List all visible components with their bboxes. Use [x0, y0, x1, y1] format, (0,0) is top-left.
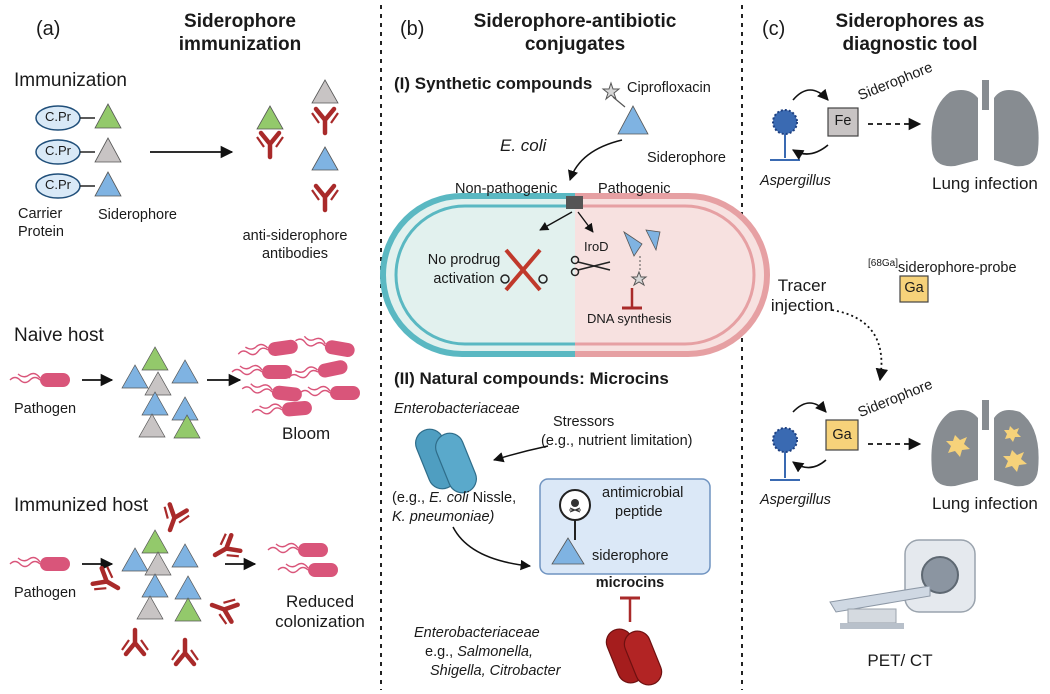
producer-examples-1: (e.g., E. coli Nissle, [392, 490, 516, 507]
microcins-label: microcins [595, 575, 665, 591]
lung-infection-label-top: Lung infection [932, 174, 1038, 193]
peptide-label-1: antimicrobial [602, 485, 684, 501]
no-prodrug-label-2: activation [433, 271, 495, 287]
bacterial-bloom [231, 333, 361, 421]
panel-c-title-line2: diagnostic tool [842, 34, 978, 55]
siderophore-label-a: Siderophore [98, 207, 177, 223]
reduced-colonization-2: colonization [275, 612, 365, 631]
e-coli-cell-envelope [380, 193, 770, 357]
probe-label: [68Ga]siderophore-probe [868, 258, 1017, 277]
ga-siderophore-box [825, 419, 859, 451]
tracer-injection-arrow [831, 309, 889, 382]
enterobacteriaceae-producer [415, 428, 477, 494]
microcin-siderophore-triangle [551, 537, 585, 565]
naive-siderophore-pile [121, 346, 201, 439]
antibodies-label-2: antibodies [261, 246, 329, 262]
immunized-host-heading: Immunized host [14, 495, 149, 516]
naive-pathogen-label: Pathogen [14, 401, 77, 417]
examples-pre: (e.g., [392, 490, 430, 506]
reduced-bacteria [267, 542, 339, 578]
siderophore-label-b: Siderophore [647, 150, 726, 166]
ciprofloxacin-siderophore-conjugate [601, 81, 649, 135]
immunized-pathogen-bacterium [9, 556, 71, 572]
dna-synthesis-label: DNA synthesis [587, 311, 672, 326]
probe-isotope: [68Ga] [868, 258, 899, 269]
aspergillus-label-bottom: Aspergillus [760, 492, 831, 508]
antibodies-label-1: anti-siderophore [242, 228, 348, 244]
reduced-colonization-1: Reduced [285, 592, 355, 611]
panel-c-title-line1: Siderophores as [835, 11, 985, 32]
non-pathogenic-label: Non-pathogenic [455, 181, 558, 197]
panel-b-title-line1: Siderophore-antibiotic [473, 11, 677, 32]
panel-a-letter: (a) [36, 18, 61, 40]
aspergillus-bottom [770, 427, 800, 481]
fe-siderophore-box [827, 107, 859, 137]
ga-probe-box [899, 275, 929, 303]
aspergillus-label-top: Aspergillus [760, 173, 831, 189]
carrier-protein-label-1: Carrier [18, 206, 63, 222]
iroD-label: IroD [584, 239, 609, 254]
aspergillus-top [770, 109, 800, 161]
examples-ecoli: E. coli [429, 490, 469, 506]
stressors-label-1: Stressors [553, 414, 615, 430]
target-examples-1: e.g., Salmonella, [425, 644, 533, 661]
stressors-label-2: (e.g., nutrient limitation) [541, 433, 693, 449]
healthy-lungs [931, 80, 1039, 167]
iroD-scissors-cleavage [570, 229, 661, 310]
ga-label: Ga [832, 427, 852, 443]
carrier-protein-conjugates [35, 103, 122, 199]
carrier-tag-3: C.Pr [45, 177, 71, 192]
infected-lungs [931, 400, 1039, 487]
carrier-protein-label-2: Protein [18, 224, 64, 240]
producer-examples-2: K. pneumoniae) [392, 509, 495, 525]
antibody-complexes [257, 79, 338, 210]
tracer-label-1: Tracer [777, 276, 827, 295]
ciprofloxacin-label: Ciprofloxacin [627, 80, 711, 96]
naive-host-heading: Naive host [14, 325, 104, 346]
target-enterobacteriaceae [605, 628, 663, 686]
target-label: Enterobacteriaceae [414, 625, 540, 641]
immunization-heading: Immunization [14, 70, 127, 91]
no-prodrug-label-1: No prodrug [427, 252, 501, 268]
examples-post: Nissle, [468, 490, 517, 506]
lung-infection-label-bottom: Lung infection [932, 494, 1038, 513]
peptide-label-2: peptide [615, 504, 663, 520]
immunized-siderophore-antibody-cluster [91, 503, 243, 664]
fe-label: Fe [834, 113, 852, 129]
panel-a-title-line2: immunization [178, 34, 302, 55]
pet-ct-label: PET/ CT [867, 651, 933, 670]
synthetic-heading: (I) Synthetic compounds [394, 74, 593, 93]
pet-ct-scanner [829, 539, 976, 629]
panel-a-title-line1: Siderophore [184, 11, 296, 32]
ga-probe-label: Ga [904, 280, 924, 296]
carrier-tag-2: C.Pr [45, 143, 71, 158]
target-examples-2: Shigella, Citrobacter [430, 663, 561, 679]
target-eg-pre: e.g., [425, 644, 458, 660]
probe-name: siderophore-probe [898, 259, 1017, 276]
producer-label: Enterobacteriaceae [394, 401, 520, 417]
panel-c-letter: (c) [762, 18, 786, 40]
antimicrobial-peptide-magnifier [559, 489, 591, 540]
natural-heading: (II) Natural compounds: Microcins [394, 369, 669, 388]
no-activation-cross [500, 248, 548, 292]
immunized-pathogen-label: Pathogen [14, 585, 77, 601]
panel-b-letter: (b) [400, 18, 425, 40]
e-coli-label: E. coli [500, 136, 547, 155]
microcin-siderophore-label: siderophore [592, 548, 669, 564]
panel-b-title-line2: conjugates [524, 34, 626, 55]
target-salmonella: Salmonella, [457, 644, 534, 660]
tracer-label-2: injection [770, 296, 834, 315]
naive-pathogen-bacterium [9, 372, 71, 388]
carrier-tag-1: C.Pr [45, 109, 71, 124]
pathogenic-label: Pathogenic [598, 181, 671, 197]
bloom-label: Bloom [282, 424, 331, 443]
